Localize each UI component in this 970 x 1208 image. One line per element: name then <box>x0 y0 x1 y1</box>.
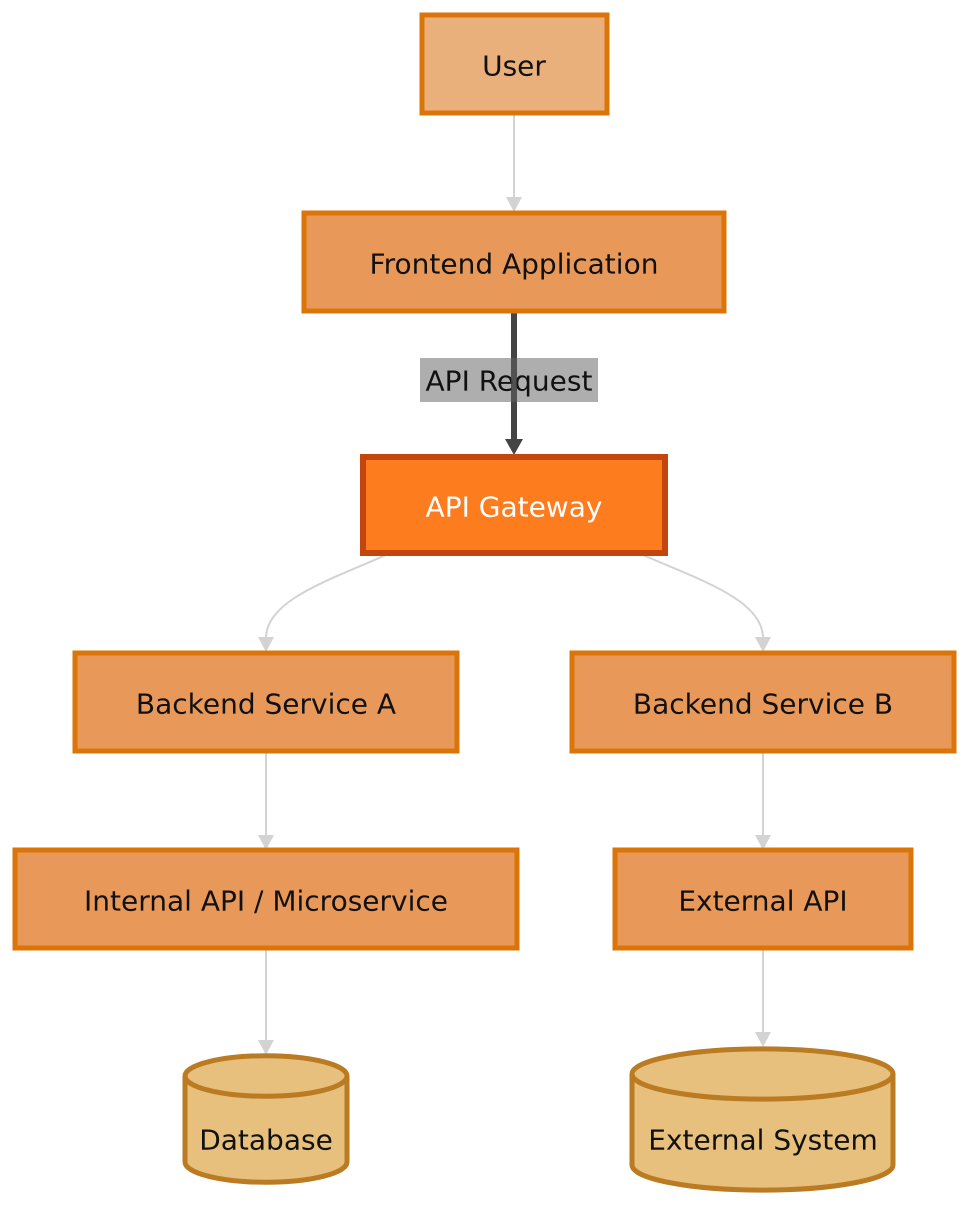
arrowhead-icon <box>258 1040 274 1055</box>
node-label-gateway: API Gateway <box>426 491 603 524</box>
edge-gateway-to-service-b <box>642 554 771 652</box>
node-database[interactable]: Database <box>182 1053 350 1185</box>
node-external-api[interactable]: External API <box>612 847 914 951</box>
edge-gateway-to-service-a <box>258 554 387 652</box>
nodes: User Frontend Application API Gateway Ba… <box>12 12 957 1193</box>
node-user[interactable]: User <box>419 12 610 116</box>
arrowhead-icon <box>258 835 274 850</box>
edge-user-to-frontend <box>506 114 522 212</box>
edge-internal-to-database <box>258 949 274 1055</box>
node-internal-api-microservice[interactable]: Internal API / Microservice <box>12 847 520 951</box>
node-frontend-application[interactable]: Frontend Application <box>301 210 727 314</box>
node-label-external-api: External API <box>678 885 847 918</box>
external-system-cylinder-icon <box>629 1046 896 1193</box>
edge-label-api-request: API Request <box>420 358 598 402</box>
arrowhead-icon <box>505 439 523 455</box>
arrowhead-icon <box>258 637 274 652</box>
node-api-gateway[interactable]: API Gateway <box>360 454 668 556</box>
node-label-user: User <box>482 50 546 83</box>
node-label-service-b: Backend Service B <box>633 688 893 721</box>
node-backend-service-a[interactable]: Backend Service A <box>72 650 460 754</box>
edge-service-b-to-external-api <box>755 752 771 850</box>
edge-label-text: API Request <box>426 365 593 398</box>
database-cylinder-icon <box>182 1053 350 1185</box>
arrowhead-icon <box>755 835 771 850</box>
node-label-service-a: Backend Service A <box>136 688 396 721</box>
node-backend-service-b[interactable]: Backend Service B <box>569 650 957 754</box>
arrowhead-icon <box>755 1032 771 1047</box>
node-label-frontend: Frontend Application <box>370 248 659 281</box>
node-label-external-system: External System <box>648 1124 877 1157</box>
edge-external-api-to-external-system <box>755 949 771 1047</box>
node-label-database: Database <box>199 1124 333 1157</box>
arrowhead-icon <box>506 197 522 212</box>
edges <box>258 114 771 1055</box>
node-label-internal: Internal API / Microservice <box>84 885 448 918</box>
edge-service-a-to-internal <box>258 752 274 850</box>
arrowhead-icon <box>755 637 771 652</box>
node-external-system[interactable]: External System <box>629 1046 896 1193</box>
